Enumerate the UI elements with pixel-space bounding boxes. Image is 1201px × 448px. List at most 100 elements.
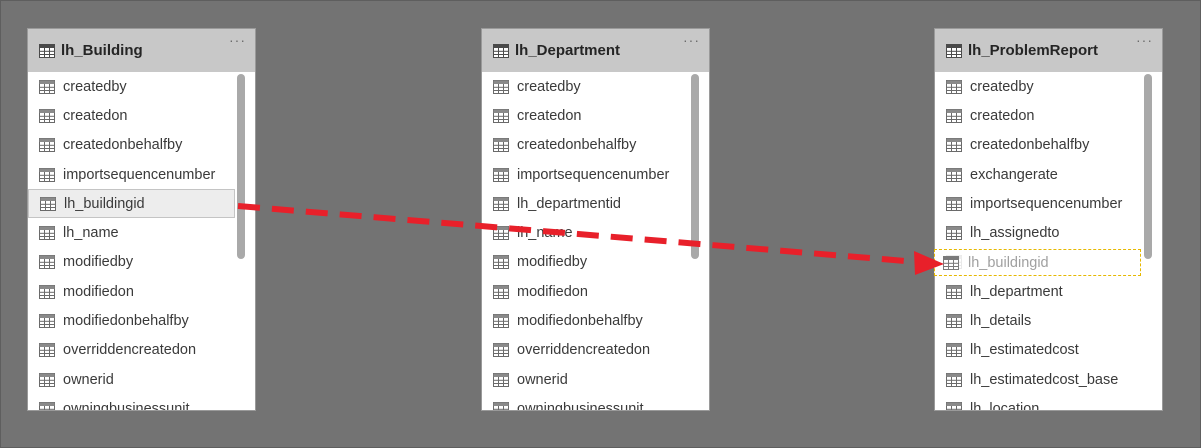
- column-icon: [493, 138, 509, 153]
- field-row[interactable]: modifiedon: [482, 277, 709, 306]
- field-list[interactable]: createdby createdon createdonbehalfby impor…: [28, 72, 255, 411]
- column-icon: [946, 79, 962, 94]
- field-row[interactable]: createdby: [482, 72, 709, 101]
- field-row[interactable]: importsequencenumber: [28, 160, 255, 189]
- field-row[interactable]: ownerid: [28, 365, 255, 394]
- field-row[interactable]: lh_name: [28, 218, 255, 247]
- drop-target-lh-building[interactable]: lh_buildingid: [934, 249, 1141, 276]
- field-row[interactable]: createdonbehalfby: [28, 131, 255, 160]
- field-row[interactable]: lh_buildingid: [28, 189, 235, 219]
- column-icon: [493, 196, 509, 211]
- field-label: createdon: [63, 107, 128, 124]
- field-label: ownerid: [517, 371, 568, 388]
- field-row[interactable]: lh_departmentid: [482, 189, 709, 218]
- field-label: modifiedonbehalfby: [517, 313, 643, 330]
- field-row[interactable]: owningbusinessunit: [28, 394, 255, 411]
- table-header[interactable]: lh_Building ···: [28, 29, 255, 72]
- scrollbar[interactable]: [691, 74, 699, 259]
- column-icon: [493, 226, 509, 241]
- field-label: overriddencreatedon: [63, 342, 197, 359]
- column-icon: [493, 314, 509, 329]
- scrollbar[interactable]: [1144, 74, 1152, 259]
- field-row[interactable]: lh_location: [935, 394, 1162, 410]
- column-icon: [39, 372, 55, 387]
- column-icon: [493, 167, 509, 182]
- column-icon: [39, 343, 55, 358]
- field-row[interactable]: modifiedby: [28, 248, 255, 277]
- field-row[interactable]: overriddencreatedon: [482, 336, 709, 365]
- column-icon: [946, 167, 962, 182]
- field-row[interactable]: modifiedonbehalfby: [28, 306, 255, 335]
- field-label: lh_estimatedcost_base: [970, 371, 1119, 388]
- field-row[interactable]: createdby: [28, 72, 255, 101]
- field-row[interactable]: importsequencenumber: [935, 189, 1162, 218]
- field-row[interactable]: lh_estimatedcost: [935, 336, 1162, 365]
- more-options-icon[interactable]: ···: [229, 32, 246, 48]
- field-label: owningbusinessunit: [517, 400, 644, 411]
- more-options-icon[interactable]: ···: [1136, 32, 1153, 48]
- field-label: lh_name: [63, 225, 119, 242]
- column-icon: [946, 196, 962, 211]
- table-icon: [493, 43, 509, 58]
- field-label: lh_name: [517, 225, 573, 242]
- field-row[interactable]: createdonbehalfby: [935, 131, 1162, 160]
- field-row[interactable]: modifiedby: [482, 248, 709, 277]
- field-row[interactable]: owningbusinessunit: [482, 394, 709, 411]
- field-row[interactable]: lh_assignedto: [935, 218, 1162, 247]
- field-row[interactable]: createdon: [935, 101, 1162, 130]
- field-label: createdonbehalfby: [63, 137, 183, 154]
- table-header[interactable]: lh_ProblemReport ···: [935, 29, 1162, 72]
- column-icon: [946, 226, 962, 241]
- field-row[interactable]: lh_estimatedcost_base: [935, 365, 1162, 394]
- field-row[interactable]: createdon: [28, 101, 255, 130]
- field-row[interactable]: ownerid: [482, 365, 709, 394]
- field-label: lh_departmentid: [517, 195, 621, 212]
- column-icon: [39, 314, 55, 329]
- column-icon: [946, 401, 962, 410]
- field-label: lh_estimatedcost: [970, 342, 1079, 359]
- field-row[interactable]: importsequencenumber: [482, 160, 709, 189]
- table-icon: [39, 43, 55, 58]
- field-label: createdby: [970, 78, 1034, 95]
- field-row[interactable]: createdby: [935, 72, 1162, 101]
- field-label: ownerid: [63, 371, 114, 388]
- field-row[interactable]: lh_details: [935, 306, 1162, 335]
- field-row[interactable]: lh_department: [935, 277, 1162, 306]
- column-icon: [946, 138, 962, 153]
- field-row[interactable]: lh_name: [482, 218, 709, 247]
- more-options-icon[interactable]: ···: [683, 32, 700, 48]
- table-title: lh_Building: [61, 42, 143, 59]
- column-icon: [39, 167, 55, 182]
- table-title: lh_ProblemReport: [968, 42, 1099, 59]
- field-label: modifiedby: [517, 254, 588, 271]
- column-icon: [40, 196, 56, 211]
- column-icon: [946, 343, 962, 358]
- field-label: modifiedon: [517, 283, 588, 300]
- field-row[interactable]: modifiedon: [28, 277, 255, 306]
- field-label: modifiedonbehalfby: [63, 313, 189, 330]
- field-row[interactable]: createdonbehalfby: [482, 131, 709, 160]
- field-label: lh_department: [970, 283, 1063, 300]
- field-row[interactable]: createdon: [482, 101, 709, 130]
- table-header[interactable]: lh_Department ···: [482, 29, 709, 72]
- column-icon: [946, 284, 962, 299]
- field-row[interactable]: exchangerate: [935, 160, 1162, 189]
- field-label: lh_buildingid: [64, 195, 145, 212]
- scrollbar[interactable]: [237, 74, 245, 259]
- field-row[interactable]: modifiedonbehalfby: [482, 306, 709, 335]
- field-label: owningbusinessunit: [63, 400, 190, 411]
- drag-ghost-label: lh_buildingid: [968, 254, 1049, 271]
- field-row[interactable]: overriddencreatedon: [28, 336, 255, 365]
- field-label: lh_details: [970, 313, 1032, 330]
- field-label: modifiedby: [63, 254, 134, 271]
- field-label: importsequencenumber: [970, 195, 1123, 212]
- field-label: overriddencreatedon: [517, 342, 651, 359]
- field-label: exchangerate: [970, 166, 1058, 183]
- field-label: importsequencenumber: [63, 166, 216, 183]
- column-icon: [39, 138, 55, 153]
